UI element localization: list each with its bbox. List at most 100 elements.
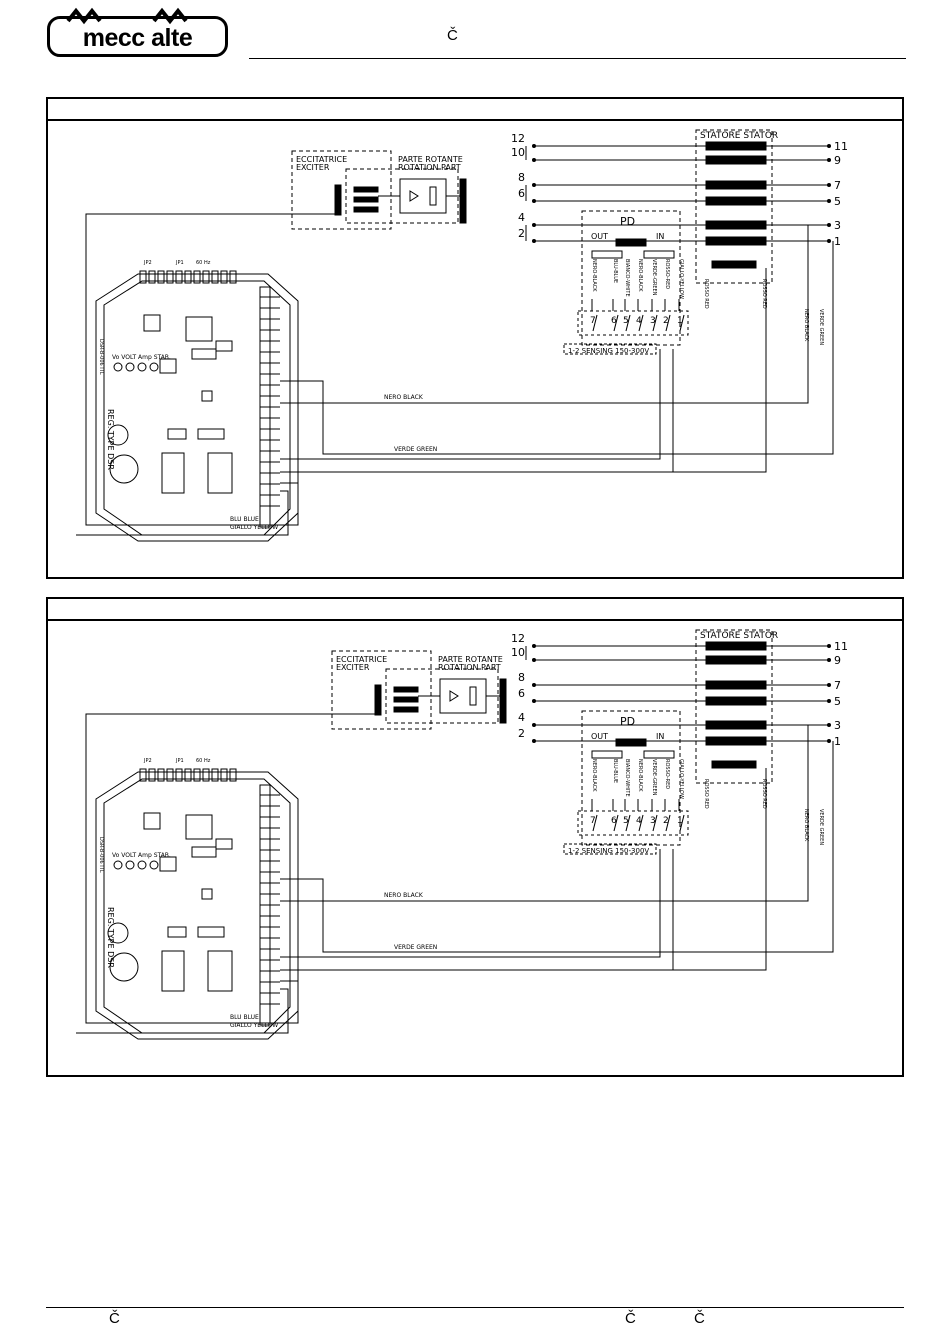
stator-wire-label: ROSSO RED <box>761 779 767 809</box>
terminal-screw <box>652 314 658 332</box>
pd-wire-label: VERDE-GREEN <box>651 759 657 796</box>
terminal-screw <box>665 314 671 332</box>
pd-wire-label: ROSSO-RED <box>664 759 670 789</box>
component <box>167 428 187 440</box>
regulator-pin <box>229 270 237 284</box>
regulator-pin <box>184 270 192 284</box>
pd-wire-label: NERO-BLACK <box>637 759 643 792</box>
trimmer-icon <box>149 362 159 372</box>
pd-label: PD <box>620 715 635 728</box>
ic-chip <box>201 888 213 900</box>
terminal-label-12: 12 <box>511 632 525 645</box>
terminal-label-6: 6 <box>518 687 525 700</box>
terminal-label-9: 9 <box>834 154 841 167</box>
terminal-label-8: 8 <box>518 671 525 684</box>
pd-wire-label: NERO-BLACK <box>637 259 643 292</box>
pd-coil <box>615 238 647 247</box>
regulator-pin <box>157 270 165 284</box>
footer-mark-right-1: Č <box>625 1310 636 1327</box>
pd-wire-label: BIANCO-WHITE <box>624 259 630 297</box>
ic-chip <box>185 814 213 840</box>
rotating-part-box <box>345 168 459 224</box>
wire-green <box>280 241 834 455</box>
rotating-part-label: PARTE ROTANTE <box>398 155 463 164</box>
pd-terminal-7: 7 <box>590 316 596 326</box>
pd-terminal-5: 5 <box>623 816 629 826</box>
terminal-dot <box>827 199 831 203</box>
rotating-part-box <box>385 668 499 724</box>
sensing-wire <box>280 349 661 460</box>
pd-in-label: IN <box>656 732 664 741</box>
heatsink <box>207 452 233 494</box>
trimmer-icon <box>137 860 147 870</box>
wire-label-black: NERO BLACK <box>384 892 424 899</box>
stator-winding <box>705 736 767 746</box>
pd-terminal-6: 6 <box>611 816 617 826</box>
pd-resistor <box>643 750 675 759</box>
transformer <box>161 950 185 992</box>
sensing-label: 1-2 SENSING 150-300V <box>568 847 649 855</box>
ic-chip <box>191 348 217 360</box>
rotor-bar <box>393 706 419 713</box>
wire-yellow <box>76 988 289 1034</box>
stator-lead-red <box>280 268 767 473</box>
jumper-label: 60 Hz <box>196 260 211 266</box>
trimmer-label: Vo VOLT Amp STAB. <box>112 852 171 859</box>
terminal-label-5: 5 <box>834 195 841 208</box>
pd-box <box>581 710 681 846</box>
trimmer-icon <box>149 860 159 870</box>
wire-yellow <box>76 490 289 536</box>
terminal-label-4: 4 <box>518 211 525 224</box>
regulator-pin <box>193 768 201 782</box>
exciter-box <box>331 650 432 730</box>
pd-in-label: IN <box>656 232 664 241</box>
terminal-label-3: 3 <box>834 219 841 232</box>
terminal-label-1: 1 <box>834 235 841 248</box>
pd-terminal-1: 1 <box>677 316 683 326</box>
stator-box <box>695 629 773 784</box>
ic-chip <box>201 390 213 402</box>
regulator-pin <box>148 270 156 284</box>
regulator-board <box>103 280 291 536</box>
transformer <box>161 452 185 494</box>
sensing-box <box>563 843 657 855</box>
pd-wire-label: VERDE-GREEN <box>651 259 657 296</box>
terminal-screw <box>665 814 671 832</box>
rotor-bar <box>353 196 379 203</box>
exciter-label: ECCITATRICE <box>336 655 387 664</box>
rotor-bar <box>393 696 419 703</box>
relay <box>215 340 233 352</box>
regulator-pin <box>184 768 192 782</box>
pd-terminal-3: 3 <box>650 816 656 826</box>
terminal-dot <box>827 223 831 227</box>
header-rule <box>249 58 906 59</box>
jumper-label: JP1 <box>175 758 184 764</box>
wire-label-black: NERO BLACK <box>384 394 424 401</box>
regulator-pin <box>175 768 183 782</box>
terminal-label-10: 10 <box>511 146 525 159</box>
regulator-pin <box>157 768 165 782</box>
terminal-label-5: 5 <box>834 695 841 708</box>
terminal-dot <box>827 739 831 743</box>
terminal-screw <box>592 814 598 832</box>
terminal-label-2: 2 <box>518 727 525 740</box>
jumper-label: JP1 <box>175 260 184 266</box>
heatsink <box>207 950 233 992</box>
terminal-label-4: 4 <box>518 711 525 724</box>
terminal-dot <box>827 144 831 148</box>
terminal-label-1: 1 <box>834 735 841 748</box>
regulator-pin <box>220 270 228 284</box>
terminal-screw <box>679 314 685 332</box>
exciter-label: ECCITATRICE <box>296 155 347 164</box>
terminal-label-11: 11 <box>834 140 848 153</box>
terminal-dot <box>827 699 831 703</box>
regulator-label: REG. TYPE DSR <box>106 907 115 968</box>
sensing-box <box>563 343 657 355</box>
jumper-label: JP2 <box>143 260 152 266</box>
stator-winding <box>705 680 767 690</box>
pd-label: PD <box>620 215 635 228</box>
terminal-screw <box>592 314 598 332</box>
stator-winding <box>705 196 767 206</box>
